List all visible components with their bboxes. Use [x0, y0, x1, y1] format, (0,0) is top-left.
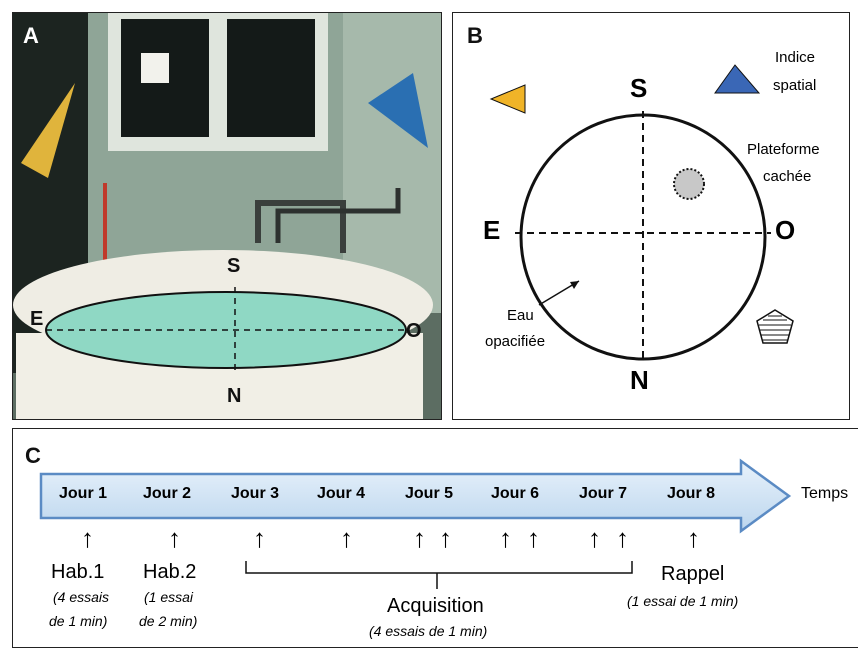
- trial-arrow-icon: ↑: [168, 523, 181, 553]
- cue-label-line1: Indice: [775, 49, 816, 66]
- window-pane-right: [227, 19, 315, 137]
- hab2-note-line1: (1 essai: [144, 589, 194, 605]
- water-pointer-head: [570, 281, 579, 289]
- trial-arrow-icon: ↑: [413, 523, 426, 553]
- wall-pipe-2: [275, 188, 401, 243]
- direction-o: O: [406, 320, 422, 342]
- day-label: Jour 8: [667, 485, 716, 502]
- wall-pipe: [255, 200, 346, 253]
- blue-cue-shape: [368, 73, 428, 148]
- paper-on-window: [141, 53, 169, 83]
- day-label: Jour 6: [491, 485, 540, 502]
- panel-a-photo: A S E O N: [12, 12, 442, 420]
- platform-label-line1: Plateforme: [747, 141, 820, 158]
- direction-s: S: [630, 73, 648, 103]
- acquisition-bracket: [245, 561, 633, 574]
- trial-arrow-icon: ↑: [527, 523, 540, 553]
- red-pole: [103, 183, 107, 263]
- day-label: Jour 7: [579, 485, 628, 502]
- blue-triangle-cue: [714, 64, 761, 94]
- right-wall: [343, 13, 441, 313]
- day-label: Jour 1: [59, 485, 108, 502]
- water-label-line2: opacifiée: [485, 333, 546, 350]
- hab2-note-line2: de 2 min): [139, 613, 198, 629]
- time-label: Temps: [801, 485, 849, 502]
- panel-b-label: B: [467, 23, 483, 48]
- trial-arrow-icon: ↑: [687, 523, 700, 553]
- trial-arrow-icon: ↑: [588, 523, 601, 553]
- direction-s: S: [227, 255, 241, 277]
- day-label: Jour 2: [143, 485, 192, 502]
- pool-schematic: [489, 64, 794, 363]
- direction-n: N: [630, 365, 649, 395]
- hab1-note-line2: de 1 min): [49, 613, 108, 629]
- yellow-cue-shape: [21, 83, 75, 178]
- cue-label-line2: spatial: [773, 77, 817, 94]
- day-label: Jour 4: [317, 485, 366, 502]
- direction-n: N: [227, 385, 242, 407]
- panel-a-label: A: [23, 23, 39, 48]
- panel-c-timeline: C Jour 1 Jour 2 Jour 3 Jour 4 Jour 5 Jour 6 Jo…: [12, 428, 858, 648]
- rappel-label: Rappel: [661, 563, 725, 585]
- hab2-label: Hab.2: [143, 561, 197, 583]
- acquisition-label: Acquisition: [387, 595, 484, 617]
- direction-e: E: [30, 308, 44, 330]
- trial-arrow-icon: ↑: [499, 523, 512, 553]
- hidden-platform: [673, 168, 705, 200]
- hab1-note-line1: (4 essais: [53, 589, 110, 605]
- timeline-graphic: [39, 458, 792, 589]
- pool-photo-illustration: [13, 13, 441, 419]
- trial-arrow-icon: ↑: [253, 523, 266, 553]
- acquisition-note: (4 essais de 1 min): [369, 623, 488, 639]
- yellow-triangle-cue: [489, 84, 526, 114]
- platform-label-line2: cachée: [763, 168, 812, 185]
- day-label: Jour 5: [405, 485, 454, 502]
- trial-arrow-icon: ↑: [616, 523, 629, 553]
- rappel-note: (1 essai de 1 min): [627, 593, 739, 609]
- panel-b-schematic: B S E O N Indice spatial Plateforme cach…: [452, 12, 850, 420]
- panel-c-label: C: [25, 443, 41, 468]
- day-label: Jour 3: [231, 485, 280, 502]
- direction-o: O: [775, 215, 796, 245]
- trial-arrow-icon: ↑: [439, 523, 452, 553]
- water-label-line1: Eau: [507, 307, 534, 324]
- striped-pentagon-cue: [756, 309, 794, 344]
- time-arrow: [39, 458, 792, 534]
- hab1-label: Hab.1: [51, 561, 105, 583]
- direction-e: E: [483, 215, 501, 245]
- trial-arrow-icon: ↑: [81, 523, 94, 553]
- trial-arrow-icon: ↑: [340, 523, 353, 553]
